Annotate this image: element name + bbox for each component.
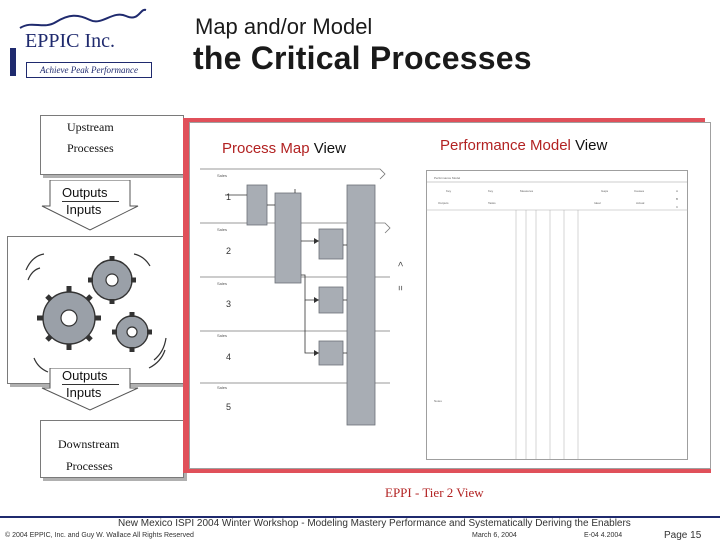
svg-text:B: B (676, 197, 678, 201)
logo-bar (10, 48, 16, 76)
process-map-view-word2: View (313, 140, 346, 157)
bottom-chevron-outputs: Outputs (62, 368, 108, 383)
process-map-diagram: Sales Sales Sales Sales Sales (200, 168, 391, 426)
svg-text:Performance Model: Performance Model (434, 176, 461, 180)
performance-model-view-word1: Performance Model (440, 137, 571, 154)
slide-title: the Critical Processes (193, 40, 532, 76)
bottom-chevron-inputs: Inputs (66, 385, 102, 400)
svg-text:Outputs: Outputs (438, 201, 449, 205)
top-chevron-outputs: Outputs (62, 185, 108, 200)
svg-text:Notes: Notes (434, 399, 442, 403)
svg-text:Actual: Actual (636, 201, 645, 205)
svg-text:C: C (676, 205, 679, 209)
upstream-processes-label: Processes (67, 141, 114, 155)
step-number-3: 3 (226, 299, 232, 309)
svg-text:Sales: Sales (217, 281, 227, 286)
step-number-2: 2 (226, 246, 232, 256)
downstream-processes-label: Processes (66, 459, 113, 473)
connector-less-than: < (395, 261, 406, 267)
step-number-1: 1 (226, 192, 232, 202)
footer-version: E-04 4.2004 (584, 532, 623, 539)
bottom-chevron-divider (62, 384, 119, 385)
footer-copyright: © 2004 EPPIC, Inc. and Guy W. Wallace Al… (5, 532, 194, 539)
top-chevron-divider (62, 201, 119, 202)
logo-name: EPPIC Inc. (25, 30, 115, 52)
performance-model-view-word2: View (575, 137, 608, 154)
svg-text:Sales: Sales (217, 173, 227, 178)
logo-tagline: Achieve Peak Performance (26, 62, 152, 78)
top-chevron-arrow (41, 180, 139, 231)
downstream-box (40, 420, 184, 478)
svg-text:Tasks: Tasks (488, 201, 496, 205)
gears-icon (25, 253, 167, 373)
footer-rule (0, 516, 720, 518)
footer-date: March 6, 2004 (472, 532, 517, 539)
footer-workshop: New Mexico ISPI 2004 Winter Workshop - M… (118, 518, 631, 529)
performance-model-view-label: Performance Model View (440, 137, 607, 154)
svg-text:Ideal: Ideal (594, 201, 601, 205)
logo-swoosh (19, 8, 147, 29)
svg-text:Gaps: Gaps (601, 189, 609, 193)
page-number: Page 15 (664, 530, 702, 541)
svg-text:Causes: Causes (634, 189, 645, 193)
upstream-box: Upstream Processes (40, 115, 184, 175)
performance-model-table: Performance Model Key Key Measures Gaps … (426, 170, 688, 460)
tier-label: EPPI - Tier 2 View (385, 485, 484, 500)
svg-text:Key: Key (446, 189, 452, 193)
svg-text:Sales: Sales (217, 385, 227, 390)
step-number-4: 4 (226, 352, 232, 362)
svg-text:Sales: Sales (217, 227, 227, 232)
process-map-view-word1: Process Map (222, 140, 310, 157)
upstream-label: Upstream (67, 120, 114, 134)
bottom-chevron-arrow (41, 368, 139, 411)
downstream-label: Downstream (58, 437, 120, 451)
top-chevron-inputs: Inputs (66, 202, 102, 217)
step-number-5: 5 (226, 402, 232, 412)
svg-text:Sales: Sales (217, 333, 227, 338)
connector-equals: = (395, 285, 406, 291)
svg-text:Measures: Measures (520, 189, 534, 193)
svg-text:A: A (676, 189, 678, 193)
slide-subtitle: Map and/or Model (195, 14, 373, 39)
svg-text:Key: Key (488, 189, 494, 193)
process-map-view-label: Process Map View (222, 140, 346, 157)
